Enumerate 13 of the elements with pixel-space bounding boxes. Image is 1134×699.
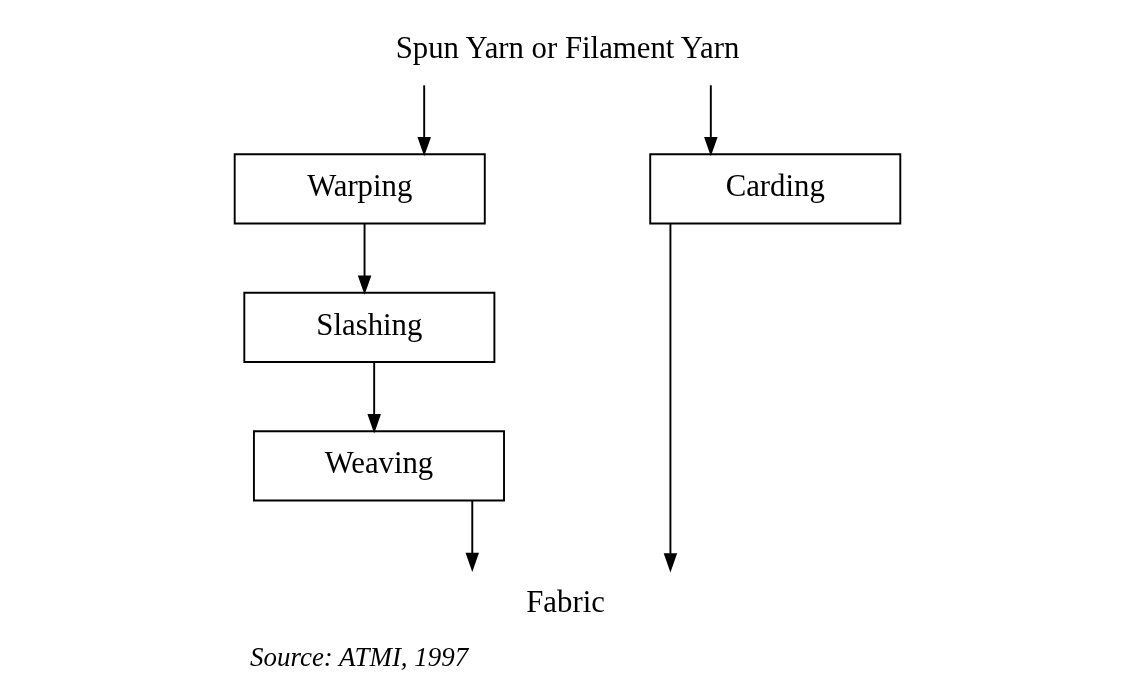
arrow — [465, 499, 479, 572]
arrow — [703, 84, 718, 157]
node-box: Slashing — [242, 291, 495, 363]
node-text: Fabric — [525, 584, 605, 619]
node-box: Carding — [648, 153, 901, 225]
node-box: Warping — [233, 153, 486, 225]
node-text: Spun Yarn or Filament Yarn — [395, 30, 739, 65]
arrow — [357, 222, 371, 295]
arrow — [416, 84, 431, 157]
arrow — [663, 222, 677, 573]
arrow — [366, 361, 381, 434]
caption: Source: ATMI, 1997 — [249, 642, 468, 673]
node-box: Weaving — [252, 430, 505, 502]
